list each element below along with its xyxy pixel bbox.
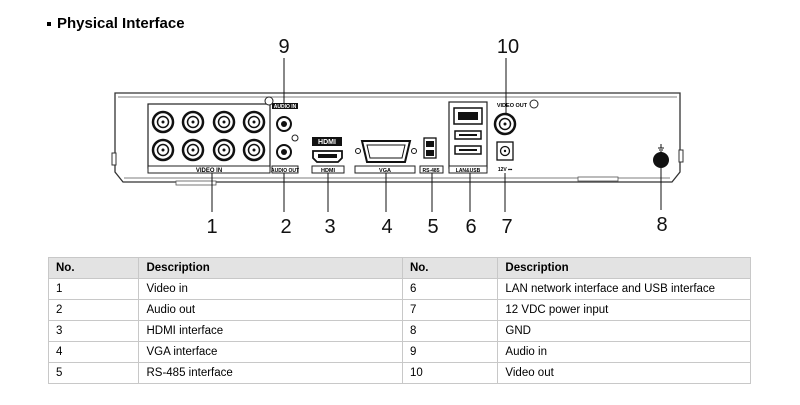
section-title: Physical Interface	[57, 15, 185, 32]
table-row: 5 RS-485 interface 10 Video out	[47, 362, 751, 384]
table-header-no: No.	[47, 257, 140, 279]
vga-port-inner	[366, 144, 406, 159]
table-cell: 6	[401, 278, 499, 300]
vga-label-bar	[354, 165, 416, 174]
table-row: 2 Audio out 7 12 VDC power input	[47, 299, 751, 321]
rs485-pin	[426, 141, 434, 147]
bnc-connector	[181, 110, 205, 134]
section-heading: Physical Interface	[47, 15, 185, 32]
vga-screw	[411, 148, 417, 154]
bnc-connector	[242, 138, 266, 162]
vga-label: VGA	[379, 168, 391, 174]
hdmi-logo-bg	[312, 137, 342, 146]
table-row: 1 Video in 6 LAN network interface and U…	[47, 278, 751, 300]
rs485-label: RS-485	[423, 168, 440, 174]
bnc-connector	[212, 138, 236, 162]
audio-out-label-bar	[271, 165, 299, 174]
table-cell: VGA interface	[138, 341, 403, 363]
usb-port-tongue	[459, 134, 477, 136]
table-cell: Video in	[138, 278, 403, 300]
audio-out-jack	[276, 144, 292, 160]
table-cell: 5	[47, 362, 140, 384]
lan-usb-label: LAN&USB	[456, 168, 481, 174]
callout-number: 7	[501, 216, 512, 238]
table-header-description: Description	[497, 257, 751, 279]
video-out-bnc	[493, 112, 517, 136]
table-cell: Audio in	[497, 341, 751, 363]
left-side-tab	[111, 152, 117, 166]
vga-screw	[355, 148, 361, 154]
hdmi-logo: HDMI	[318, 139, 336, 146]
table-cell: 12 VDC power input	[497, 299, 751, 321]
hdmi-port-pins	[318, 154, 337, 158]
hdmi-label: HDMI	[321, 168, 336, 174]
table-cell: Video out	[497, 362, 751, 384]
rs485-pin	[426, 150, 434, 156]
table-cell: 1	[47, 278, 140, 300]
lan-usb-label-bar	[448, 165, 488, 174]
bnc-connector	[242, 110, 266, 134]
table-cell: Audio out	[138, 299, 403, 321]
screw-icon	[291, 134, 299, 142]
screw-icon	[529, 99, 539, 109]
table-cell: 7	[401, 299, 499, 321]
audio-in-label: AUDIO IN	[274, 104, 297, 110]
left-foot	[175, 180, 217, 186]
video-in-label: VIDEO IN	[196, 168, 222, 174]
table-cell: 9	[401, 341, 499, 363]
callout-number: 8	[656, 214, 667, 236]
ground-icon	[658, 144, 664, 153]
power-label: 12V ⎓	[498, 167, 512, 173]
table-cell: RS-485 interface	[138, 362, 403, 384]
video-out-label: VIDEO OUT	[497, 103, 528, 109]
table-header-description: Description	[138, 257, 403, 279]
callout-number: 1	[206, 216, 217, 238]
screw-icon	[264, 96, 274, 106]
usb-port-tongue	[459, 149, 477, 151]
table-cell: 2	[47, 299, 140, 321]
audio-out-label: AUDIO OUT	[271, 168, 299, 174]
audio-in-label-bar	[272, 103, 298, 109]
table-cell: 3	[47, 320, 140, 342]
table-cell: 10	[401, 362, 499, 384]
bnc-connector	[181, 138, 205, 162]
bnc-connector	[212, 110, 236, 134]
callout-number: 2	[280, 216, 291, 238]
video-in-label-bar	[147, 165, 271, 174]
callout-number: 6	[465, 216, 476, 238]
power-jack-pin	[503, 149, 507, 153]
audio-in-jack	[276, 116, 292, 132]
gnd-terminal	[653, 152, 669, 168]
bnc-connector	[151, 138, 175, 162]
callout-number: 10	[497, 36, 519, 58]
interface-table: No. Description No. Description 1 Video …	[47, 257, 751, 384]
table-row: 3 HDMI interface 8 GND	[47, 320, 751, 342]
callout-number: 4	[381, 216, 392, 238]
table-header-row: No. Description No. Description	[47, 257, 751, 279]
table-row: 4 VGA interface 9 Audio in	[47, 341, 751, 363]
table-cell: 8	[401, 320, 499, 342]
right-foot	[577, 176, 619, 182]
right-side-tab	[678, 149, 684, 163]
callout-number: 5	[427, 216, 438, 238]
bullet-icon	[47, 21, 51, 26]
video-in-connectors	[151, 110, 266, 162]
bnc-connector	[151, 110, 175, 134]
rear-panel-svg: VIDEO IN AUDIO IN AUDIO OUT HDMI HDMI VG…	[111, 36, 684, 238]
table-cell: HDMI interface	[138, 320, 403, 342]
table-cell: LAN network interface and USB interface	[497, 278, 751, 300]
table-cell: 4	[47, 341, 140, 363]
callout-lines	[211, 58, 662, 212]
table-cell: GND	[497, 320, 751, 342]
table-header-no: No.	[401, 257, 499, 279]
callout-number: 9	[278, 36, 289, 58]
lan-port-pins	[458, 112, 478, 120]
rear-panel-diagram: VIDEO IN AUDIO IN AUDIO OUT HDMI HDMI VG…	[111, 36, 684, 238]
callout-number: 3	[324, 216, 335, 238]
